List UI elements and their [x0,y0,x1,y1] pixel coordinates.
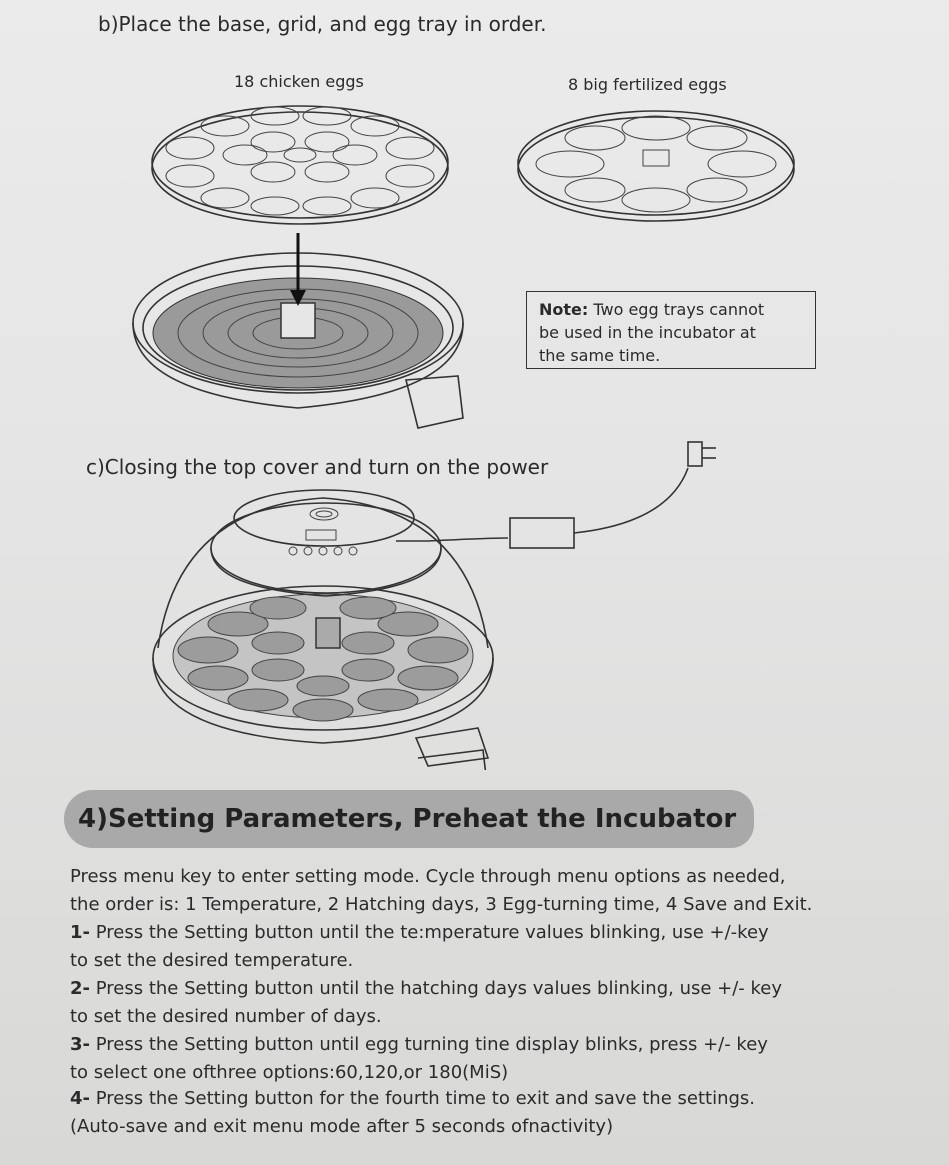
step-4-line-1: 4- Press the Setting button for the four… [70,1088,755,1109]
tray-8-eggs-label: 8 big fertilized eggs [568,75,727,94]
note-text-line-3: the same time. [539,346,661,365]
step-3-text: Press the Setting button until egg turni… [90,1034,768,1055]
egg-tray-8-illustration [517,110,795,222]
step-2-line-1: 2- Press the Setting button until the ha… [70,978,782,999]
incubator-closed-illustration [152,441,716,770]
tray-18-eggs-label: 18 chicken eggs [234,72,364,91]
step-3-number: 3- [70,1034,90,1055]
step-4-number: 4- [70,1088,90,1109]
egg-tray-18-illustration [151,105,449,225]
base-and-grid-illustration [132,233,464,429]
step-3-line-1: 3- Press the Setting button until egg tu… [70,1034,768,1055]
step-c-heading: c)Closing the top cover and turn on the … [86,455,549,479]
step-3-line-2: to select one ofthree options:60,120,or … [70,1062,509,1083]
note-text-line-2: be used in the incubator at [539,323,756,342]
step-1-number: 1- [70,922,90,943]
step-1-line-1: 1- Press the Setting button until the te… [70,922,769,943]
step-b-heading: b)Place the base, grid, and egg tray in … [98,12,547,36]
step-2-line-2: to set the desired number of days. [70,1006,382,1027]
intro-line-1: Press menu key to enter setting mode. Cy… [70,866,786,887]
section-title: 4)Setting Parameters, Preheat the Incuba… [78,804,737,834]
note-label: Note: [539,300,589,319]
step-2-text: Press the Setting button until the hatch… [90,978,783,999]
intro-line-2: the order is: 1 Temperature, 2 Hatching … [70,894,813,915]
step-1-text: Press the Setting button until the te:mp… [90,922,769,943]
note-box: Note: Two egg trays cannot be used in th… [526,291,816,369]
step-1-line-2: to set the desired temperature. [70,950,354,971]
note-text-line-1: Two egg trays cannot [588,300,765,319]
section-header-bar [64,790,754,848]
step-2-number: 2- [70,978,90,999]
step-4-text: Press the Setting button for the fourth … [90,1088,755,1109]
step-4-line-2: (Auto-save and exit menu mode after 5 se… [70,1116,614,1137]
